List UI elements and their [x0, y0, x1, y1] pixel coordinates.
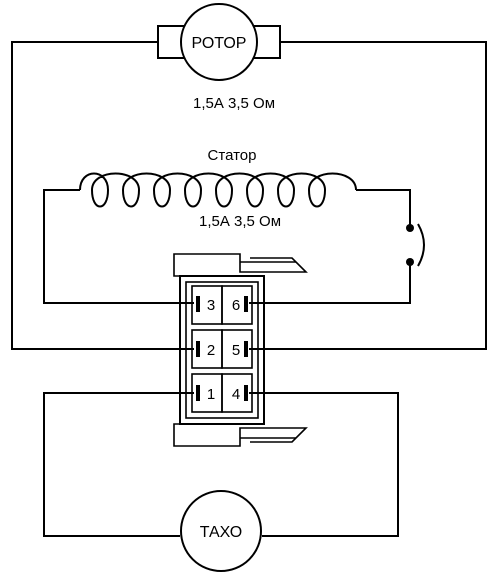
pin-cell-5	[221, 329, 253, 369]
tacho-generator: ТАХО	[180, 490, 262, 572]
rotor-rating: 1,5А 3,5 Ом	[193, 95, 275, 112]
pin-number-4: 4	[232, 386, 240, 403]
top-latch	[173, 253, 308, 277]
rotor-motor: РОТОР	[157, 3, 281, 81]
rotor-wire-left	[11, 41, 194, 350]
pin-number-6: 6	[232, 297, 240, 314]
pin-cell-6	[221, 285, 253, 325]
connector-housing-inner	[185, 281, 259, 419]
pin-number-2: 2	[207, 342, 215, 359]
thermal-switch-arc	[417, 223, 425, 267]
tacho-wire-left	[43, 392, 194, 537]
stator-wire-left	[43, 189, 194, 304]
tacho-circle	[180, 490, 262, 572]
rotor-wire-right	[249, 41, 487, 350]
tacho-label: ТАХО	[200, 524, 243, 541]
connector-block: 3 6 2 5 1 4	[173, 253, 308, 447]
rotor-label: РОТОР	[192, 35, 247, 52]
pin-number-1: 1	[207, 386, 215, 403]
terminal-2	[196, 341, 200, 357]
stator-winding	[79, 172, 357, 208]
stator-rating: 1,5А 3,5 Ом	[199, 213, 281, 230]
terminal-6	[244, 296, 248, 312]
rotor-circle	[180, 3, 258, 81]
connector-housing-outer	[179, 275, 265, 425]
terminal-4	[244, 385, 248, 401]
stator-wire-right-top	[356, 189, 411, 228]
stator-label: Статор	[208, 147, 257, 164]
pin-number-3: 3	[207, 297, 215, 314]
tacho-wire-right	[249, 392, 399, 537]
terminal-1	[196, 385, 200, 401]
pin-number-5: 5	[232, 342, 240, 359]
stator-coil	[79, 172, 357, 208]
stator-wire-right-bottom	[249, 262, 411, 304]
terminal-3	[196, 296, 200, 312]
terminal-5	[244, 341, 248, 357]
switch-contact-top	[406, 224, 414, 232]
bottom-latch	[173, 423, 308, 447]
